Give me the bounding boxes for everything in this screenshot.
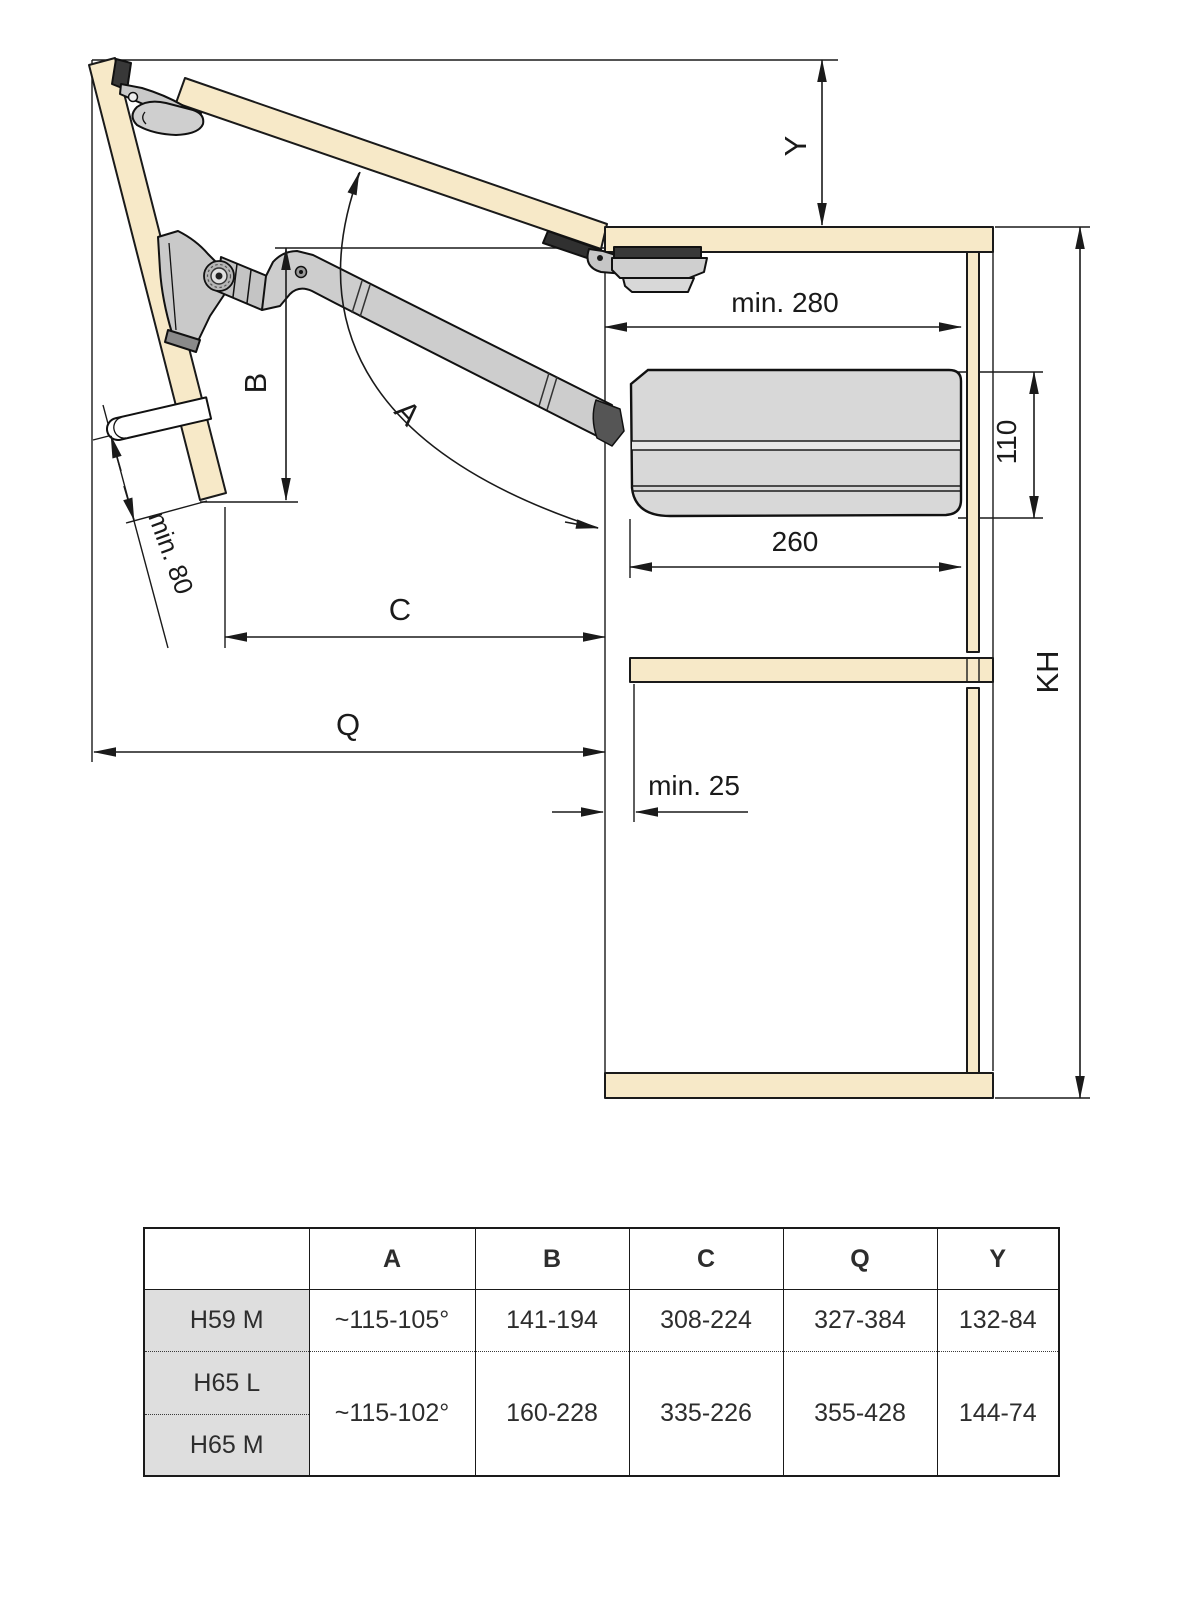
- door-lower-segment: [88, 57, 227, 501]
- hinge-pivot-dot: [597, 255, 603, 261]
- cabinet-lift-mechanism-diagram: min. 280 260 min. 25 110 Y KH B C Q A mi…: [88, 57, 1090, 1099]
- label-kh: KH: [1030, 650, 1065, 693]
- label-min25: min. 25: [648, 770, 740, 801]
- header-q: Q: [782, 1228, 938, 1290]
- arm-pivot-boss: [203, 260, 235, 292]
- arm-housing-connector: [592, 399, 625, 447]
- door-arm-bracket: [157, 230, 227, 353]
- value-cell-c: 308-224: [628, 1289, 784, 1352]
- value-cell-c: 335-226: [628, 1351, 784, 1476]
- value-cell-a: ~115-102°: [308, 1351, 476, 1476]
- label-110: 110: [991, 420, 1022, 465]
- hinge-mounting-band: [613, 246, 702, 259]
- hinge-foot: [622, 277, 695, 293]
- value-cell-b: 160-228: [474, 1351, 630, 1476]
- lift-mechanism: [106, 58, 708, 447]
- door-upper-segment: [175, 77, 608, 250]
- model-cell: H65 M: [143, 1414, 310, 1476]
- model-cell: H59 M: [143, 1289, 310, 1352]
- value-cell-q: 355-428: [782, 1351, 938, 1476]
- extension-lines: [91, 59, 1090, 1099]
- cabinet-back-panel-lower: [966, 687, 980, 1074]
- table-row-h59m: H59 M ~115-105° 141-194 308-224 327-384 …: [143, 1289, 1060, 1352]
- center-hinge-body: [131, 100, 205, 136]
- value-cell-y: 144-74: [936, 1351, 1060, 1476]
- arc-lower-arrow: [564, 519, 599, 529]
- center-hinge-pivot: [127, 91, 139, 103]
- value-cell-y: 132-84: [936, 1289, 1060, 1352]
- lift-unit-housing: [629, 368, 963, 518]
- model-cell: H65 L: [143, 1351, 310, 1415]
- table-row-h65l: H65 L ~115-102° 160-228 335-226 355-428 …: [143, 1351, 1060, 1476]
- center-hinge: [111, 58, 205, 136]
- label-b: B: [238, 373, 273, 394]
- hinge-body: [611, 257, 708, 279]
- arm-segment-joints: [351, 280, 558, 411]
- value-cell-q: 327-384: [782, 1289, 938, 1352]
- value-cell-b: 141-194: [474, 1289, 630, 1352]
- table-row-h65m: H65 M: [143, 1414, 1059, 1476]
- label-q: Q: [336, 707, 360, 742]
- wood-panels: [88, 57, 994, 1099]
- min80-door-extension: [125, 500, 208, 524]
- value-cell-a: ~115-105°: [308, 1289, 476, 1352]
- lift-arm: [261, 250, 613, 441]
- back-panel-shelf-crossing: [966, 659, 980, 681]
- cabinet-top-hinge: [542, 230, 708, 293]
- cabinet-bottom-panel: [604, 1072, 994, 1099]
- housing-band: [632, 441, 960, 450]
- header-y: Y: [936, 1228, 1060, 1290]
- label-c: C: [389, 592, 411, 627]
- bracket-foot: [164, 329, 201, 353]
- label-y: Y: [778, 136, 813, 157]
- label-260: 260: [772, 526, 819, 557]
- header-c: C: [628, 1228, 784, 1290]
- lift-model-dimension-table: A B C Q Y H59 M ~115-105° 141-194 308-22…: [143, 1227, 1060, 1477]
- dimension-lines: [93, 59, 1085, 1099]
- dim-min80-upper-arrow: [110, 435, 122, 472]
- dim-min80-lower-arrow: [123, 485, 135, 521]
- table-header-row: A B C Q Y: [143, 1228, 1060, 1290]
- header-a: A: [308, 1228, 476, 1290]
- opening-angle-arc: [339, 171, 599, 529]
- label-a: A: [388, 393, 428, 432]
- label-min280: min. 280: [731, 287, 838, 318]
- cabinet-shelf: [629, 657, 994, 683]
- arc-upper-arrow: [347, 172, 360, 196]
- header-b: B: [474, 1228, 630, 1290]
- cabinet-back-panel-upper: [966, 251, 980, 653]
- header-model: [143, 1228, 310, 1290]
